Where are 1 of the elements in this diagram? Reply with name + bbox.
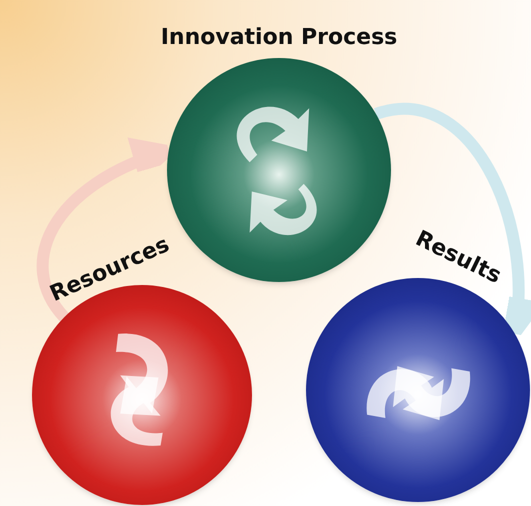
- sphere-label: Innovation Process: [160, 27, 398, 49]
